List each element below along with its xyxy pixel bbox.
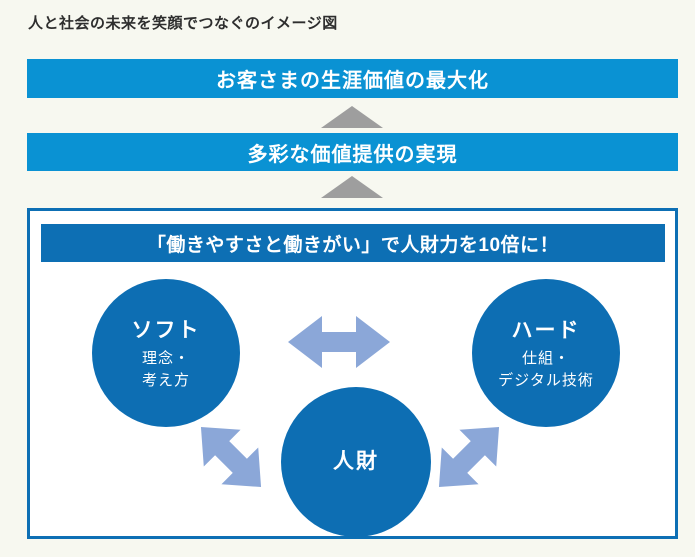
circle-hard-title: ハード <box>511 319 581 343</box>
circle-hard-subtitle-line1: 仕組・ <box>521 350 570 368</box>
circle-hard: ハード 仕組・ デジタル技術 <box>472 279 620 427</box>
human-power-panel: 「働きやすさと働きがい」で人財力を10倍に！ ソフト 理念・ 考え方 ハード 仕… <box>27 208 678 539</box>
circle-soft-title: ソフト <box>131 319 201 343</box>
bar-diverse-value-provision: 多彩な価値提供の実現 <box>27 133 678 171</box>
circle-soft-subtitle-line2: 考え方 <box>141 372 190 389</box>
diagram-title: 人と社会の未来を笑顔でつなぐのイメージ図 <box>28 15 338 32</box>
up-triangle-icon <box>321 176 383 198</box>
circle-soft-subtitle-line1: 理念・ <box>141 350 190 368</box>
up-triangle-icon <box>321 106 383 128</box>
circle-hard-subtitle: 仕組・ デジタル技術 <box>498 348 594 392</box>
panel-header: 「働きやすさと働きがい」で人財力を10倍に！ <box>41 224 665 262</box>
circle-soft: ソフト 理念・ 考え方 <box>92 279 240 427</box>
bar-customer-lifetime-value: お客さまの生涯価値の最大化 <box>27 59 678 98</box>
circle-jinzai-title: 人財 <box>333 450 379 473</box>
circle-soft-subtitle: 理念・ 考え方 <box>142 348 190 392</box>
circle-hard-subtitle-line2: デジタル技術 <box>498 372 594 389</box>
circle-jinzai: 人財 <box>281 387 431 537</box>
